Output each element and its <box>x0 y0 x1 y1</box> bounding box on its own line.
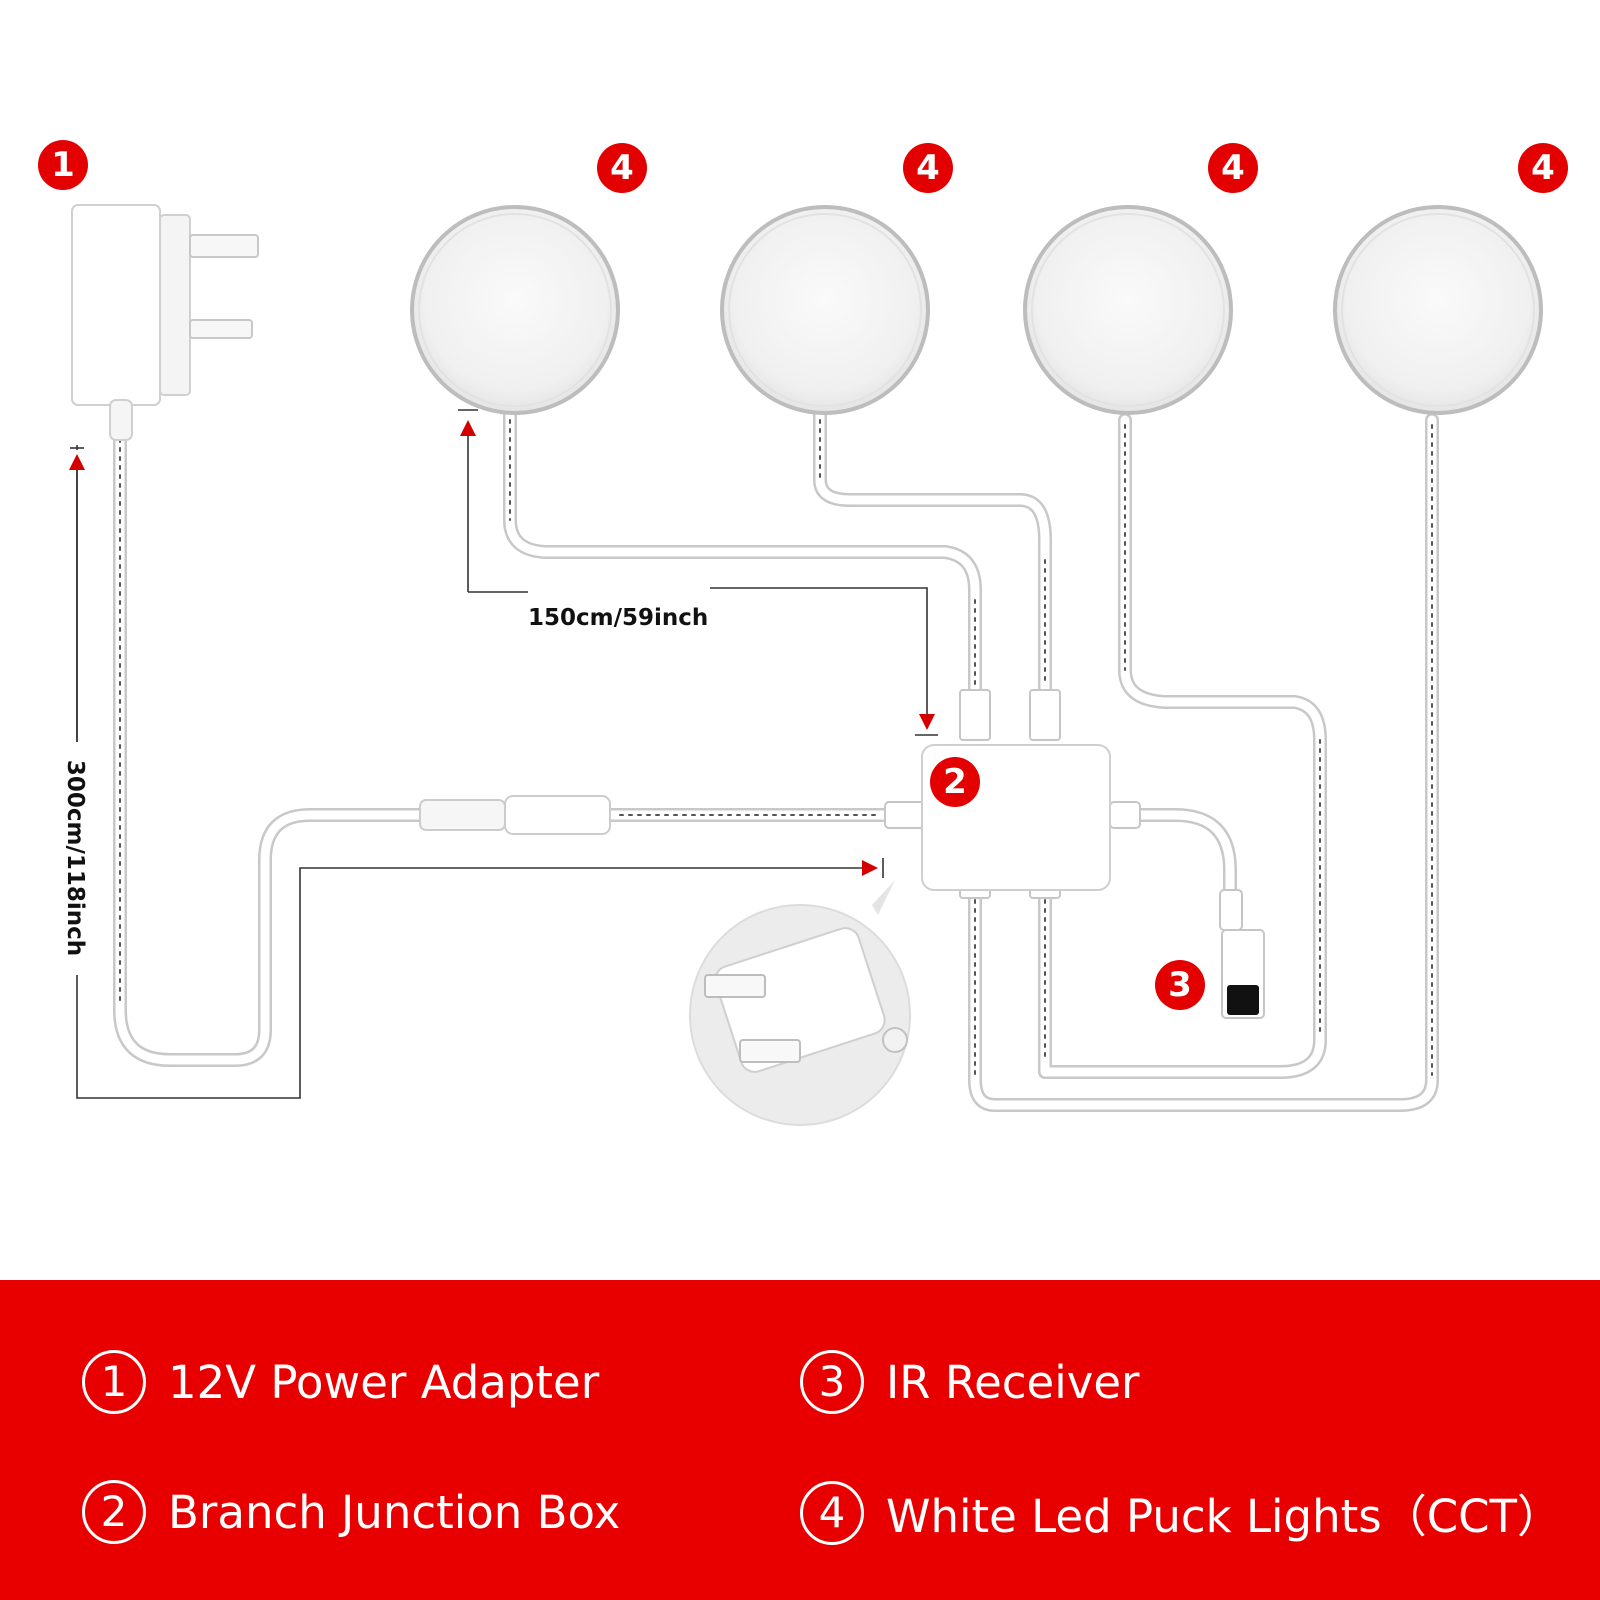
badge-junction-box: 2 <box>930 757 980 807</box>
legend-number-1: 1 <box>82 1350 146 1414</box>
dc-connector <box>419 795 611 835</box>
badge-power-adapter: 1 <box>38 140 88 190</box>
legend-item-ir-receiver: 3 IR Receiver <box>800 1350 1140 1414</box>
dimension-lines <box>69 409 938 1099</box>
badge-puck-light-2: 4 <box>903 143 953 193</box>
badge-puck-light-1: 4 <box>597 143 647 193</box>
puck-light-4 <box>1333 205 1543 415</box>
power-adapter <box>71 204 259 441</box>
legend-label-puck-lights: White Led Puck Lights（CCT） <box>886 1490 1563 1543</box>
legend-label-junction-box: Branch Junction Box <box>168 1485 621 1539</box>
badge-puck-light-4: 4 <box>1518 143 1568 193</box>
legend-label-ir-receiver: IR Receiver <box>886 1355 1140 1409</box>
cables <box>113 398 1439 1112</box>
legend-panel: 1 12V Power Adapter 3 IR Receiver 2 Bran… <box>0 1280 1600 1600</box>
legend-item-power-adapter: 1 12V Power Adapter <box>82 1350 599 1414</box>
puck-light-2 <box>720 205 930 415</box>
legend-item-junction-box: 2 Branch Junction Box <box>82 1480 620 1544</box>
legend-number-2: 2 <box>82 1480 146 1544</box>
wiring-diagram <box>69 204 1543 1126</box>
dimension-150cm: 150cm/59inch <box>528 605 709 631</box>
legend-label-power-adapter: 12V Power Adapter <box>168 1355 600 1409</box>
legend-number-4: 4 <box>800 1480 864 1545</box>
legend-number-3: 3 <box>800 1350 864 1414</box>
diagram-stage: 1 4 4 4 4 2 3 300cm/118inch 150cm/59inch <box>38 140 1568 1126</box>
puck-light-3 <box>1023 205 1233 415</box>
legend-item-puck-lights: 4 White Led Puck Lights（CCT） <box>800 1480 1562 1545</box>
dimension-300cm: 300cm/118inch <box>62 759 88 957</box>
ir-receiver <box>1219 889 1265 1019</box>
badge-ir-receiver: 3 <box>1155 960 1205 1010</box>
junction-zoom-callout <box>689 880 911 1126</box>
badge-puck-light-3: 4 <box>1208 143 1258 193</box>
puck-light-1 <box>410 205 620 415</box>
